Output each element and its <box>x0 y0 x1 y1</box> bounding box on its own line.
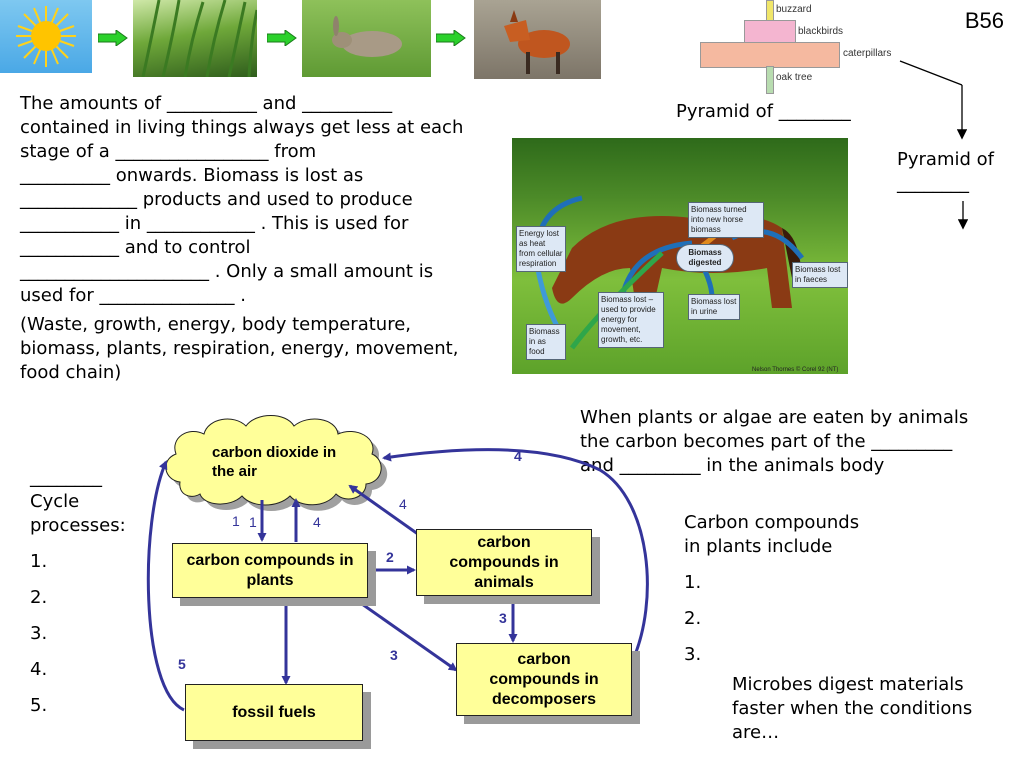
label-energy-lost: Energy lost as heat from cellular respir… <box>516 226 566 272</box>
cycle-processes-list: ________ Cycle processes: 1. 2. 3. 4. 5. <box>30 466 126 718</box>
chain-arrow-icon <box>436 30 466 46</box>
pyramid-numbers-label: Pyramid of ________ <box>676 101 851 122</box>
pyramid-bar-oak-tree <box>766 66 774 94</box>
label-faeces: Biomass lost in faeces <box>792 262 848 288</box>
sun-icon <box>16 6 76 67</box>
node-fossil-fuels: fossil fuels <box>185 684 363 741</box>
animals-text-line: the carbon becomes part of the _________ <box>580 431 953 452</box>
process-number: 4 <box>313 514 321 530</box>
cycle-item: 3. <box>30 623 48 644</box>
compounds-title: Carbon compounds <box>684 512 860 533</box>
pyramid-label: caterpillars <box>843 48 892 59</box>
compounds-item: 1. <box>684 572 702 593</box>
pyramid-bar-buzzard <box>766 0 774 22</box>
word-bank-line: food chain) <box>20 362 122 383</box>
microbes-line: Microbes digest materials <box>732 674 964 695</box>
process-number: 1 <box>249 514 257 530</box>
horse-biomass-figure: Energy lost as heat from cellular respir… <box>512 138 848 374</box>
paragraph-line: _____________________ . Only a small amo… <box>20 261 434 282</box>
process-number: 3 <box>390 647 398 663</box>
slide-code: B56 <box>964 8 1004 33</box>
microbes-line: faster when the conditions <box>732 698 973 719</box>
grass-image <box>133 0 257 77</box>
node-carbon-decomposers: carbon compounds in decomposers <box>456 643 632 716</box>
paragraph-line: _____________ products and used to produ… <box>20 189 413 210</box>
word-bank: (Waste, growth, energy, body temperature… <box>20 313 458 385</box>
cycle-title: processes: <box>30 515 126 536</box>
label-digested: Biomass digested <box>676 244 734 272</box>
chain-arrow-icon <box>267 30 297 46</box>
paragraph-line: __________ onwards. Biomass is lost as <box>20 165 364 186</box>
pyramid-biomass-label: Pyramid of <box>897 149 994 170</box>
cycle-item: 4. <box>30 659 48 680</box>
paragraph-line: used for _______________ . <box>20 285 246 306</box>
compounds-title: in plants include <box>684 536 833 557</box>
label-urine: Biomass lost in urine <box>688 294 740 320</box>
biomass-paragraph: The amounts of __________ and __________… <box>20 92 463 308</box>
pyramid-bar-blackbirds <box>744 20 796 44</box>
sun-image <box>0 0 92 73</box>
animals-text-line: and _________ in the animals body <box>580 455 885 476</box>
process-number: 1 <box>232 513 240 529</box>
label-new-biomass: Biomass turned into new horse biomass <box>688 202 764 238</box>
pyramid-label: buzzard <box>776 4 812 15</box>
cycle-title: Cycle <box>30 491 80 512</box>
animals-text-line: When plants or algae are eaten by animal… <box>580 407 969 428</box>
paragraph-line: ___________ and to control <box>20 237 251 258</box>
compounds-item: 3. <box>684 644 702 665</box>
word-bank-line: biomass, plants, respiration, energy, mo… <box>20 338 459 359</box>
cloud-label: carbon dioxide in the air <box>212 444 337 480</box>
microbes-text: Microbes digest materials faster when th… <box>732 673 972 745</box>
compounds-list: Carbon compounds in plants include 1. 2.… <box>684 511 859 667</box>
cycle-item: 1. <box>30 551 48 572</box>
compounds-item: 2. <box>684 608 702 629</box>
label-energy-movement: Biomass lost – used to provide energy fo… <box>598 292 664 348</box>
animals-text: When plants or algae are eaten by animal… <box>580 406 968 478</box>
pyramid-biomass-blank: ________ <box>897 173 969 194</box>
cycle-item: 2. <box>30 587 48 608</box>
rabbit-image <box>302 0 431 77</box>
pyramid-bar-caterpillars <box>700 42 840 68</box>
cycle-item: 5. <box>30 695 48 716</box>
cycle-blank: ________ <box>30 467 102 488</box>
process-number: 3 <box>499 610 507 626</box>
paragraph-line: stage of a _________________ from <box>20 141 317 162</box>
pyramid-chart: buzzard blackbirds caterpillars oak tree <box>690 0 920 96</box>
pyramid-label: blackbirds <box>798 26 844 37</box>
paragraph-line: contained in living things always get le… <box>20 117 464 138</box>
process-number: 4 <box>399 496 407 512</box>
node-carbon-plants: carbon compounds in plants <box>172 543 368 598</box>
process-number: 4 <box>514 448 522 464</box>
chain-arrow-icon <box>98 30 128 46</box>
label-as-food: Biomass in as food <box>526 324 566 360</box>
process-number: 5 <box>178 656 186 672</box>
paragraph-line: ___________ in ____________ . This is us… <box>20 213 409 234</box>
word-bank-line: (Waste, growth, energy, body temperature… <box>20 314 411 335</box>
fox-image <box>474 0 601 79</box>
pyramid-label: oak tree <box>776 72 813 83</box>
microbes-line: are… <box>732 722 780 743</box>
paragraph-line: The amounts of __________ and __________ <box>20 93 393 114</box>
figure-credit: Nelson Thornes © Corel 92 (NT) <box>752 367 839 373</box>
node-carbon-animals: carbon compounds in animals <box>416 529 592 596</box>
process-number: 2 <box>386 549 394 565</box>
pyramid-arrows <box>899 60 969 230</box>
